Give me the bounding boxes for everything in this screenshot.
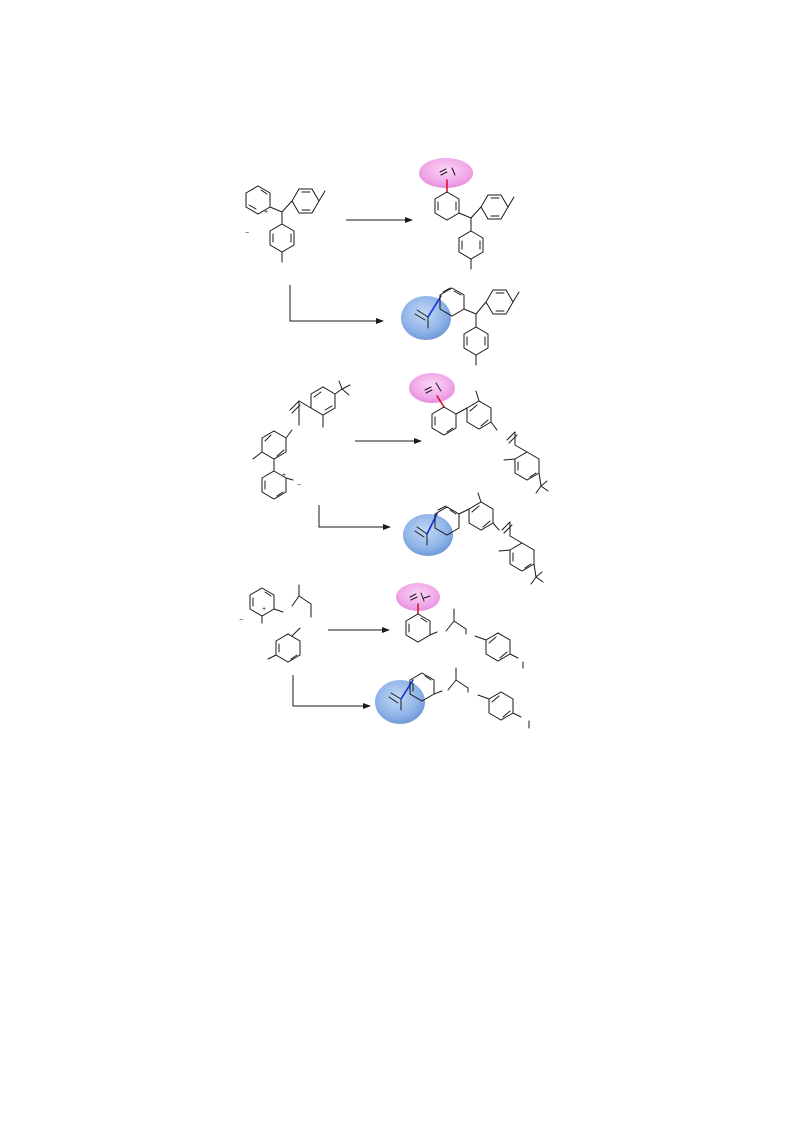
- product-para-2: [409, 373, 549, 494]
- reaction-arrow-ortho-2: [318, 505, 391, 530]
- ortho-new-bond-3: [400, 679, 414, 700]
- starting-material-1: + −: [245, 185, 326, 263]
- para-highlight-2: [409, 373, 455, 403]
- para-highlight-3: [396, 583, 440, 611]
- plus-charge: +: [264, 209, 268, 216]
- plus-charge: +: [282, 472, 286, 479]
- plus-charge: +: [262, 606, 266, 613]
- scheme-2: + −: [252, 373, 549, 585]
- product-ortho-2: [403, 492, 544, 585]
- starting-material-2: + −: [252, 380, 351, 500]
- scheme-3: + −: [239, 583, 530, 729]
- minus-charge: −: [245, 230, 249, 237]
- reaction-arrow-ortho-1: [289, 285, 384, 324]
- ortho-highlight-1: [401, 296, 451, 340]
- product-ortho-3: [375, 667, 530, 729]
- minus-charge: −: [239, 617, 243, 624]
- para-new-bond-2: [436, 395, 445, 408]
- minus-charge: −: [297, 482, 301, 489]
- product-para-1: [419, 158, 515, 270]
- scheme-1: + −: [245, 158, 520, 366]
- ortho-highlight-3: [375, 680, 425, 724]
- ortho-highlight-2: [403, 514, 453, 556]
- starting-material-3: + −: [239, 584, 312, 663]
- product-para-3: [396, 583, 524, 669]
- reaction-arrow-ortho-3: [292, 675, 371, 709]
- product-ortho-1: [401, 287, 520, 366]
- ortho-new-bond-1: [427, 295, 442, 318]
